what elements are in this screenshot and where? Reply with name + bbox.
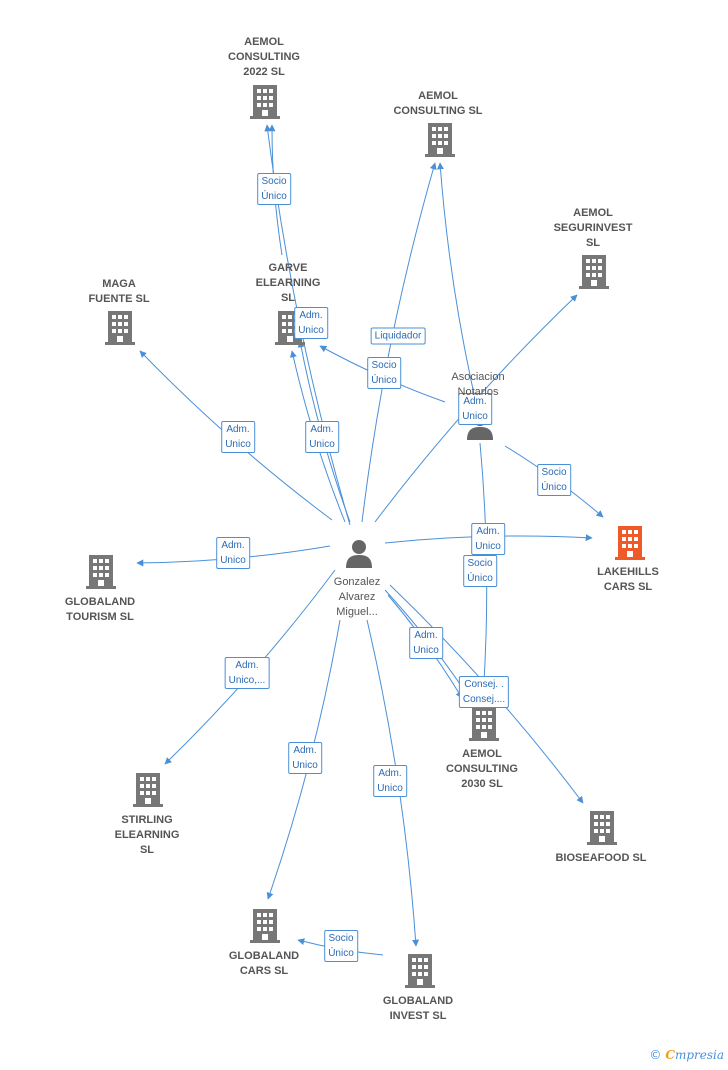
brand-initial: C [665,1048,675,1062]
watermark: ©Cmpresia [649,1048,724,1062]
edge-label-4[interactable]: Adm. Unico [458,393,492,425]
node-label-aemol2022[interactable]: AEMOL CONSULTING 2022 SL [228,36,300,78]
building-icon-a2030[interactable] [469,707,499,741]
building-icon-aemol2022[interactable] [250,85,280,119]
edge-label-19[interactable]: Socio Único [324,930,358,962]
node-label-stirling[interactable]: STIRLING ELEARNING SL [114,814,180,856]
node-label-lake[interactable]: LAKEHILLS CARS SL [597,566,659,593]
edge-label-12[interactable]: Adm. Unico [216,537,250,569]
person-icon-center[interactable] [346,540,372,568]
building-icon-bio[interactable] [587,811,617,845]
building-icon-gtour[interactable] [86,555,116,589]
edges-layer [136,124,604,956]
edge-label-18[interactable]: Adm. Unico [373,765,407,797]
node-label-gcars[interactable]: GLOBALAND CARS SL [228,950,300,977]
edge-label-7[interactable]: Adm. Unico [305,421,339,453]
node-label-a2030[interactable]: AEMOL CONSULTING 2030 SL [446,748,518,790]
building-icon-lake[interactable] [615,526,645,560]
edge-label-16[interactable]: Adm. Unico [409,627,443,659]
edge-label-5[interactable]: Socio Único [367,357,401,389]
edge-label-14[interactable]: Consej. . Consej.... [458,676,510,708]
building-icon-seg[interactable] [579,255,609,289]
building-icon-aemolsl[interactable] [425,123,455,157]
node-label-maga[interactable]: MAGA FUENTE SL [88,278,150,305]
node-label-bio[interactable]: BIOSEAFOOD SL [555,852,647,864]
node-label-seg[interactable]: AEMOL SEGURINVEST SL [553,207,633,249]
node-label-garve[interactable]: GARVE ELEARNING SL [255,262,321,304]
node-label-ginvest[interactable]: GLOBALAND INVEST SL [382,995,454,1022]
edge-label-6[interactable]: Adm. Unico [221,421,255,453]
edge-label-10[interactable]: Adm. Unico [471,523,505,555]
node-label-asoc[interactable]: Asociacion Notarlos [451,371,505,398]
edge-label-2[interactable]: Liquidador [370,327,426,345]
edge-label-0[interactable]: Socio Único [257,173,291,205]
copyright-symbol: © [649,1048,662,1062]
edge-label-17[interactable]: Adm. Unico [288,742,322,774]
building-icon-maga[interactable] [105,311,135,345]
node-label-aemolsl[interactable]: AEMOL CONSULTING SL [393,90,483,117]
building-icon-gcars[interactable] [250,909,280,943]
building-icon-stirling[interactable] [133,773,163,807]
brand-name: mpresia [674,1048,724,1062]
node-label-gtour[interactable]: GLOBALAND TOURISM SL [64,596,136,623]
node-label-center[interactable]: Gonzalez Alvarez Miguel... [333,576,381,618]
edge-line-3 [436,162,481,421]
edge-label-8[interactable]: Adm. Unico [294,307,328,339]
edge-label-11[interactable]: Socio Único [463,555,497,587]
edge-label-9[interactable]: Socio Único [537,464,571,496]
building-icon-ginvest[interactable] [405,954,435,988]
edge-label-13[interactable]: Adm. Unico,... [224,657,270,689]
